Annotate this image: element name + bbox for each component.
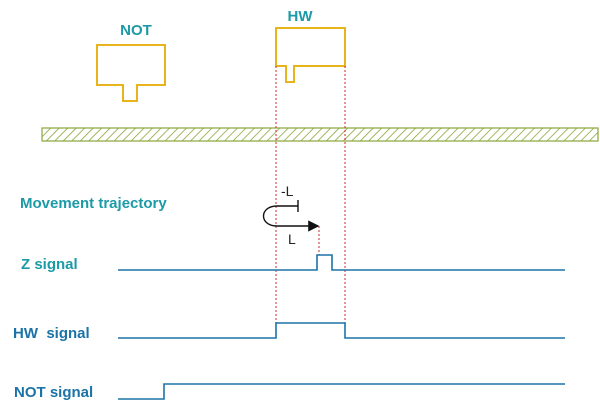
- z-signal-waveform: [118, 254, 565, 271]
- reverse-distance-label: -L: [281, 183, 294, 199]
- z-signal-label: Z signal: [21, 256, 78, 273]
- not-sensor-label: NOT: [120, 22, 152, 39]
- hw-signal-label: HW signal: [13, 325, 90, 342]
- hw-signal-waveform: [118, 322, 565, 339]
- movement-trajectory-label: Movement trajectory: [20, 195, 167, 212]
- not-sensor-shape: [96, 44, 166, 102]
- forward-distance-label: L: [288, 231, 296, 247]
- ground-rail: [41, 127, 599, 142]
- reverse-turn-arc: [262, 205, 278, 227]
- hw-sensor-shape: [275, 27, 346, 83]
- not-signal-waveform: [118, 383, 565, 400]
- not-signal-label: NOT signal: [14, 384, 93, 401]
- hw-sensor-label: HW: [288, 8, 314, 25]
